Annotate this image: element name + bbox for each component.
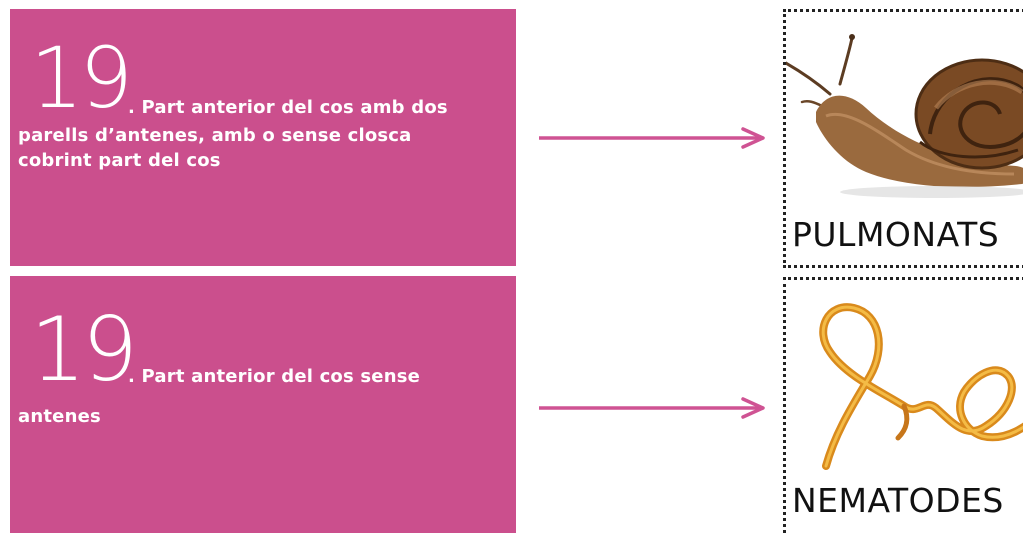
clue-number: 19 [30,298,138,401]
clue-box-19a: 19 . Part anterior del cos amb dos parel… [10,9,516,266]
clue-text-continuation: parells d’antenes, amb o sense closca co… [18,125,412,171]
clue-number: 19 [30,29,133,127]
answer-label: NEMATODES [792,481,1004,520]
snail-picture [786,34,1023,198]
arrow-right-icon [539,397,765,419]
clue-text-continuation: antenes [18,406,101,427]
roundworm-picture [819,303,1023,470]
answer-card-pulmonats: PULMONATS [783,9,1023,268]
clue-text-inline: . Part anterior del cos sense [128,366,421,387]
answer-card-nematodes: NEMATODES [783,277,1023,533]
arrow-right-icon [539,127,765,149]
clue-box-19b: 19 . Part anterior del cos sense antenes [10,276,516,533]
clue-text-inline: . Part anterior del cos amb dos [128,97,448,118]
answer-label: PULMONATS [792,215,1000,254]
